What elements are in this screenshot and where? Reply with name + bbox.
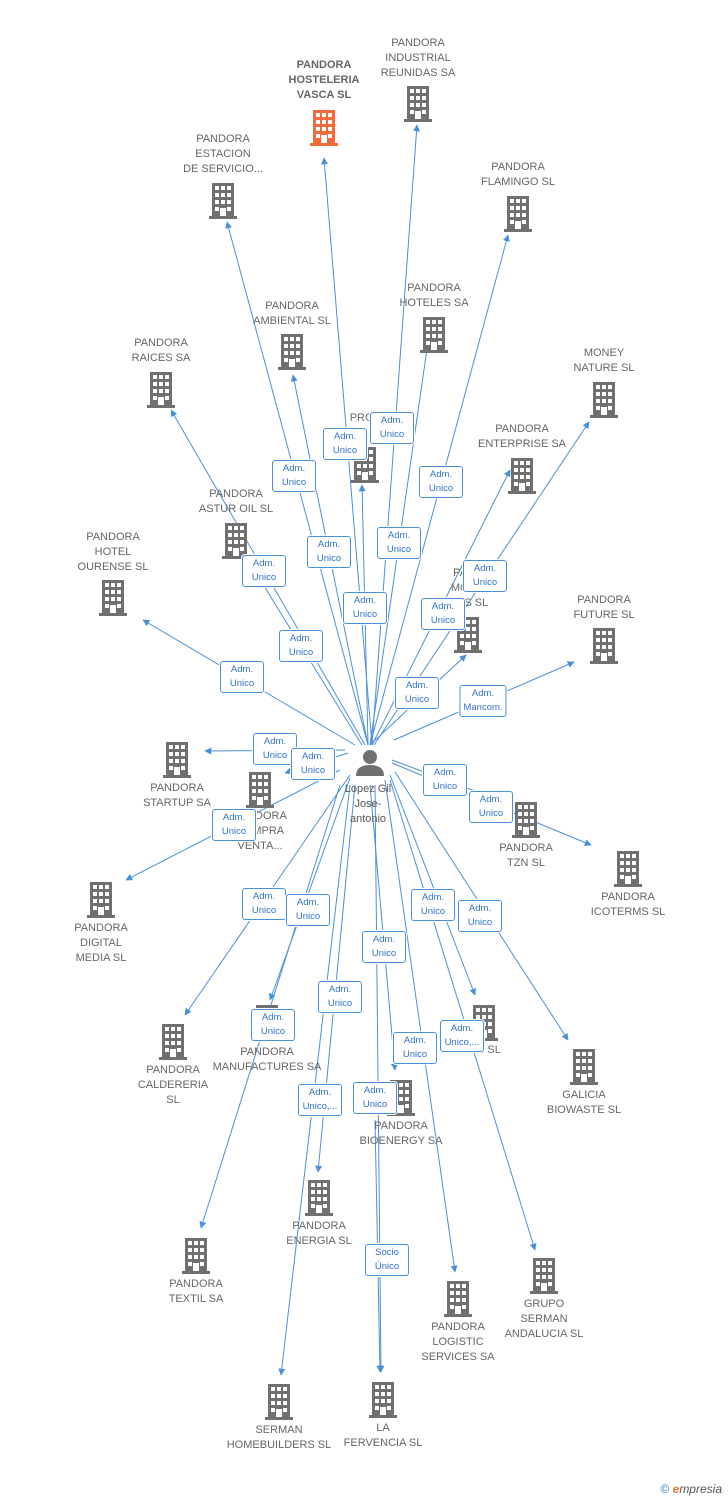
relation-label[interactable]: Adm. Unico (212, 809, 256, 841)
building-icon[interactable] (369, 1382, 397, 1418)
relation-label[interactable]: Adm. Unico (291, 748, 335, 780)
relation-label[interactable]: Adm. Unico (343, 592, 387, 624)
company-label-hoteles[interactable]: PANDORA HOTELES SA (399, 282, 469, 309)
relation-label[interactable]: Adm. Unico (307, 536, 351, 568)
company-label-estacion[interactable]: PANDORA ESTACION DE SERVICIO... (183, 133, 263, 175)
company-label-caldereria[interactable]: PANDORA CALDERERIA SL (137, 1064, 209, 1106)
company-label-future[interactable]: PANDORA FUTURE SL (573, 594, 635, 621)
building-icon[interactable] (278, 334, 306, 370)
building-icon[interactable] (182, 1238, 210, 1274)
company-label-energia[interactable]: PANDORA ENERGIA SL (286, 1220, 352, 1247)
relation-label[interactable]: Socio Único (365, 1244, 409, 1276)
relation-label[interactable]: Adm. Unico (353, 1082, 397, 1114)
company-label-ambiental[interactable]: PANDORA AMBIENTAL SL (253, 300, 331, 327)
building-icon[interactable] (420, 317, 448, 353)
building-icon[interactable] (504, 196, 532, 232)
building-icon[interactable] (246, 772, 274, 808)
relation-label[interactable]: Adm. Unico (458, 900, 502, 932)
relation-label[interactable]: Adm. Unico (423, 764, 467, 796)
relation-edge (384, 779, 458, 1273)
relation-label[interactable]: Adm. Unico (242, 888, 286, 920)
person-icon[interactable] (356, 750, 384, 776)
relation-label[interactable]: Adm. Unico (286, 894, 330, 926)
building-icon[interactable] (404, 86, 432, 122)
building-icon[interactable] (614, 851, 642, 887)
relation-label[interactable]: Adm. Unico (272, 460, 316, 492)
building-icon[interactable] (508, 458, 536, 494)
relation-label[interactable]: Adm. Unico (469, 791, 513, 823)
company-label-fervencia[interactable]: LA FERVENCIA SL (343, 1422, 423, 1449)
relation-label[interactable]: Adm. Unico,... (298, 1084, 342, 1116)
relation-label[interactable]: Adm. Mancom. (459, 685, 507, 717)
building-icon[interactable] (147, 372, 175, 408)
company-label-hosteleria[interactable]: PANDORA HOSTELERIA VASCA SL (288, 59, 360, 101)
company-label-ourense[interactable]: PANDORA HOTEL OURENSE SL (77, 531, 149, 573)
company-label-homebuilders[interactable]: SERMAN HOMEBUILDERS SL (226, 1424, 332, 1451)
building-icon[interactable] (444, 1281, 472, 1317)
company-label-money[interactable]: MONEY NATURE SL (573, 347, 635, 374)
company-label-icoterms[interactable]: PANDORA ICOTERMS SL (590, 891, 666, 918)
relation-label[interactable]: Adm. Unico (419, 466, 463, 498)
relation-label[interactable]: Adm. Unico (421, 598, 465, 630)
building-icon[interactable] (209, 183, 237, 219)
copyright-symbol: © (660, 1482, 670, 1496)
relation-label[interactable]: Adm. Unico (411, 889, 455, 921)
relation-label[interactable]: Adm. Unico (318, 981, 362, 1013)
building-icon[interactable] (265, 1384, 293, 1420)
footer-brand: © empresia (660, 1482, 722, 1496)
building-icon[interactable] (570, 1049, 598, 1085)
company-label-industrial[interactable]: PANDORA INDUSTRIAL REUNIDAS SA (380, 37, 456, 79)
company-label-enterprise[interactable]: PANDORA ENTERPRISE SA (477, 423, 567, 450)
building-icon[interactable] (87, 882, 115, 918)
company-label-asturoil[interactable]: PANDORA ASTUR OIL SL (198, 488, 274, 515)
relation-label[interactable]: Adm. Unico (242, 555, 286, 587)
relation-label[interactable]: Adm. Unico (220, 661, 264, 693)
company-label-tzn[interactable]: PANDORA TZN SL (499, 842, 553, 869)
building-icon[interactable] (222, 523, 250, 559)
company-label-logistic[interactable]: PANDORA LOGISTIC SERVICES SA (421, 1321, 495, 1363)
relation-label[interactable]: Adm. Unico (279, 630, 323, 662)
building-icon[interactable] (512, 802, 540, 838)
company-label-grupo[interactable]: GRUPO SERMAN ANDALUCIA SL (504, 1298, 584, 1340)
building-icon[interactable] (99, 580, 127, 616)
edge-layer (125, 124, 592, 1376)
relation-label[interactable]: Adm. Unico (463, 560, 507, 592)
building-icon[interactable] (590, 382, 618, 418)
company-label-startup[interactable]: PANDORA STARTUP SA (143, 782, 211, 809)
relation-edge (268, 777, 351, 1001)
relation-label[interactable]: Adm. Unico (362, 931, 406, 963)
relation-edge (278, 784, 351, 1376)
company-label-textil[interactable]: PANDORA TEXTIL SA (168, 1278, 224, 1305)
building-icon[interactable] (163, 742, 191, 778)
company-label-raices[interactable]: PANDORA RAICES SA (131, 337, 191, 364)
company-label-bioenergy[interactable]: PANDORA BIOENERGY SA (359, 1120, 443, 1147)
company-label-digital[interactable]: PANDORA DIGITAL MEDIA SL (74, 922, 128, 964)
building-icon[interactable] (310, 110, 338, 146)
company-label-galicia[interactable]: GALICIA BIOWASTE SL (546, 1089, 622, 1116)
building-icon[interactable] (305, 1180, 333, 1216)
relation-edge (389, 774, 476, 996)
building-icon[interactable] (590, 628, 618, 664)
relation-label[interactable]: Adm. Unico (393, 1032, 437, 1064)
relation-label[interactable]: Adm. Unico (377, 527, 421, 559)
relation-label[interactable]: Adm. Unico (395, 677, 439, 709)
building-icon[interactable] (530, 1258, 558, 1294)
building-icon[interactable] (159, 1024, 187, 1060)
relation-label[interactable]: Adm. Unico (251, 1009, 295, 1041)
company-label-manufactures[interactable]: PANDORA MANUFACTURES SA (212, 1046, 322, 1073)
company-label-flamingo[interactable]: PANDORA FLAMINGO SL (481, 161, 555, 188)
relation-label[interactable]: Adm. Unico (323, 428, 367, 460)
relation-label[interactable]: Adm. Unico (370, 412, 414, 444)
company-label-xsl[interactable]: ...N SL (467, 1044, 501, 1056)
relation-edge (389, 779, 537, 1251)
relation-edge (369, 784, 398, 1071)
brand-logo[interactable]: empresia (672, 1482, 722, 1496)
person-name[interactable]: Lopez Gil Jose- antonio (344, 783, 392, 825)
relation-label[interactable]: Adm. Unico,... (440, 1020, 484, 1052)
